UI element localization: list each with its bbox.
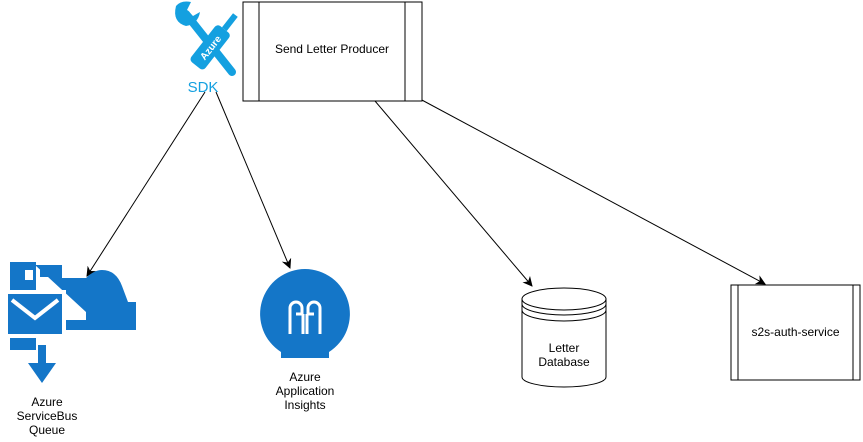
arrow-producer-to-auth [419,98,766,285]
azure-servicebus-queue-icon [4,262,136,383]
producer-label: Send Letter Producer [274,42,390,56]
arrow-sdk-to-insights [215,91,292,269]
auth-service-box[interactable] [730,284,861,381]
azure-application-insights-icon [260,269,350,358]
sdk-label: SDK [188,79,219,96]
servicebus-label: Azure ServiceBus Queue [16,395,78,437]
database-cylinder[interactable] [521,287,607,388]
insights-label: Azure Application Insights [275,370,335,412]
database-label: Letter Database [538,341,590,369]
auth-service-label: s2s-auth-service [751,325,840,339]
arrow-sdk-to-servicebus [86,91,206,277]
arrow-producer-to-database [374,100,533,287]
azure-sdk-tools-icon: Azure SDK [175,1,238,96]
producer-box[interactable] [242,1,423,102]
